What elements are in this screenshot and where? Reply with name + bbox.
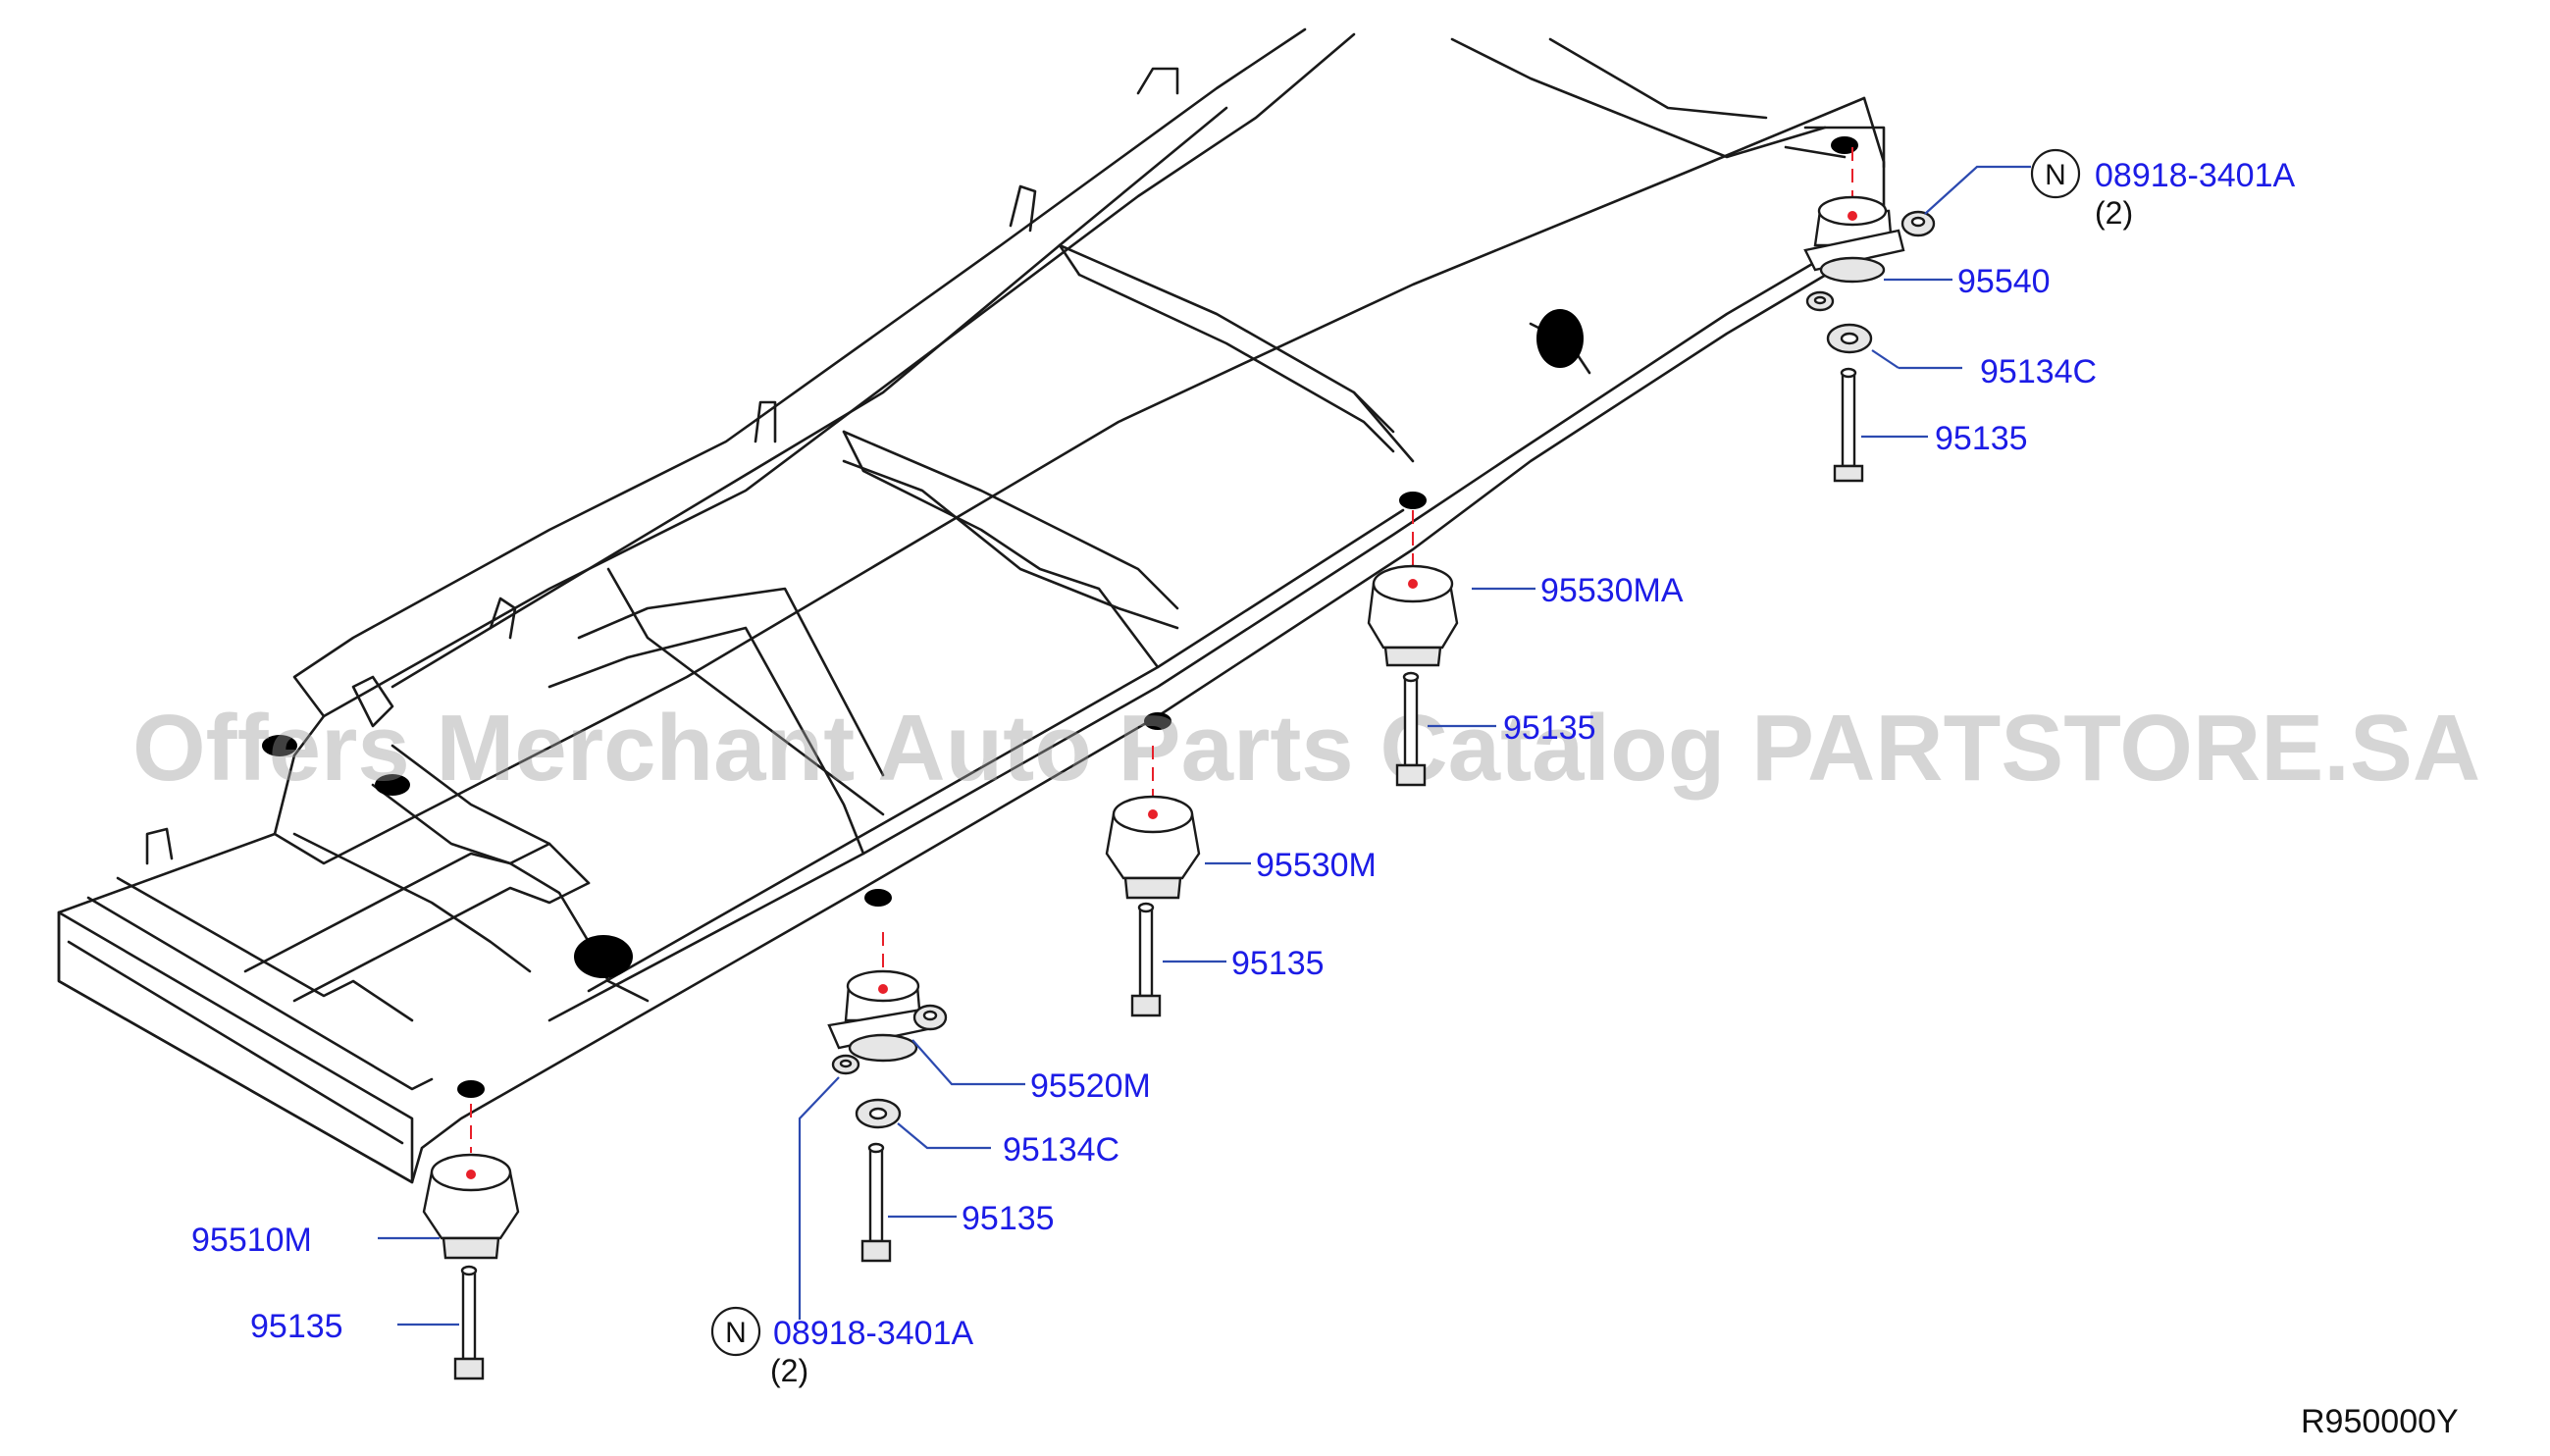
callout-nut-front[interactable]: 08918-3401A bbox=[773, 1315, 974, 1352]
washer-95134C-rear bbox=[1826, 323, 1873, 354]
nut-08918-midfront-lower bbox=[831, 1054, 860, 1075]
mid-mount-group: 95530M 95135 bbox=[1105, 746, 1377, 1017]
rear-mount-group: N 08918-3401A (2) 95540 95134C 95135 bbox=[1803, 147, 2296, 483]
mount-95520M bbox=[827, 969, 934, 1063]
callout-washer-mid-front[interactable]: 95134C bbox=[1003, 1131, 1119, 1169]
callout-nut-rear-qty: (2) bbox=[2095, 195, 2133, 231]
front-mount-group: 95510M 95135 bbox=[191, 1104, 520, 1380]
callout-mount-mid-front[interactable]: 95520M bbox=[1030, 1067, 1151, 1105]
callout-bolt-front[interactable]: 95135 bbox=[250, 1308, 343, 1345]
mid-rear-mount-group: 95530MA 95135 bbox=[1367, 510, 1684, 787]
callout-bolt-mid-rear[interactable]: 95135 bbox=[1503, 709, 1596, 747]
notice-symbol-front bbox=[710, 1306, 761, 1357]
callout-bolt-mid[interactable]: 95135 bbox=[1231, 945, 1325, 982]
nut-08918-midfront-upper bbox=[912, 1004, 948, 1031]
callout-bolt-mid-front[interactable]: 95135 bbox=[962, 1200, 1055, 1237]
chassis-frame bbox=[57, 27, 1886, 1184]
nut-small-rear bbox=[1805, 290, 1835, 312]
mount-95510M bbox=[422, 1153, 520, 1260]
bolt-95135-front bbox=[453, 1265, 485, 1380]
callout-nut-front-qty: (2) bbox=[770, 1353, 808, 1388]
callout-mount-front[interactable]: 95510M bbox=[191, 1222, 312, 1259]
callout-nut-rear[interactable]: 08918-3401A bbox=[2095, 157, 2296, 194]
mid-front-mount-group: 95520M 95134C 95135 N 08918-3401A (2) bbox=[710, 932, 1151, 1388]
watermark-text: Offers Merchant Auto Parts Catalog PARTS… bbox=[132, 696, 2480, 801]
washer-95134C-midfront bbox=[855, 1098, 902, 1129]
notice-letter-front: N bbox=[725, 1317, 747, 1349]
callout-bolt-rear[interactable]: 95135 bbox=[1935, 420, 2028, 457]
nut-08918-rear bbox=[1900, 210, 1936, 237]
callout-mount-mid-rear[interactable]: 95530MA bbox=[1540, 572, 1684, 609]
notice-letter-rear: N bbox=[2045, 159, 2066, 191]
mount-95540 bbox=[1803, 195, 1905, 284]
mount-95530M bbox=[1105, 795, 1201, 900]
mount-95530MA bbox=[1367, 564, 1459, 667]
callout-mount-mid[interactable]: 95530M bbox=[1256, 847, 1377, 884]
callout-washer-rear[interactable]: 95134C bbox=[1980, 353, 2097, 390]
bolt-95135-mid bbox=[1130, 902, 1162, 1017]
bolt-95135-midrear bbox=[1395, 671, 1427, 787]
diagram-reference-code: R950000Y bbox=[2301, 1403, 2459, 1440]
notice-symbol-rear bbox=[2030, 148, 2081, 199]
bolt-95135-midfront bbox=[860, 1142, 892, 1263]
callout-mount-rear[interactable]: 95540 bbox=[1957, 263, 2051, 300]
bolt-95135-rear bbox=[1833, 367, 1864, 483]
